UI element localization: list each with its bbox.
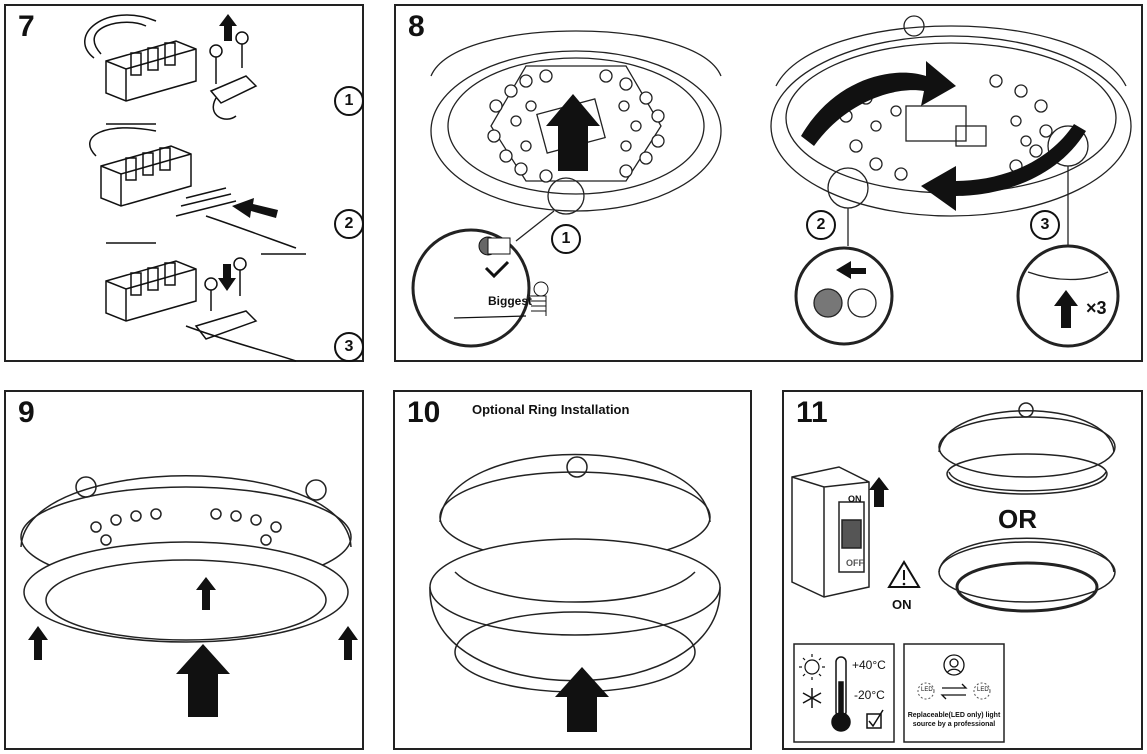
arrow-icon — [801, 61, 956, 146]
arrow-icon — [555, 667, 609, 732]
panel-step-9: 9 — [4, 390, 364, 750]
step-number: 11 — [796, 396, 828, 429]
min-temperature: -20°C — [854, 688, 885, 702]
arrow-icon — [546, 94, 600, 171]
or-label: OR — [998, 504, 1037, 534]
arrow-icon — [196, 577, 216, 610]
thermometer-icon — [831, 656, 851, 732]
repeat-label: ×3 — [1086, 298, 1107, 318]
step-marker: 1 — [551, 224, 581, 254]
led-label-left: LED — [921, 687, 933, 693]
arrow-icon — [338, 626, 358, 660]
led-label-right: LED — [977, 687, 989, 693]
step-marker: 3 — [1030, 210, 1060, 240]
arrow-icon — [28, 626, 48, 660]
arrow-icon — [869, 477, 889, 507]
replaceable-note: Replaceable(LED only) light source by a … — [907, 712, 1001, 728]
wiring-diagram — [84, 14, 306, 362]
step-number: 7 — [18, 10, 35, 43]
step-marker: 1 — [334, 86, 364, 116]
terminal-block — [105, 40, 197, 102]
step-number: 9 — [18, 396, 35, 429]
swap-arrows-icon — [940, 683, 968, 700]
panel-step-11: 11 — [782, 390, 1143, 750]
max-temperature: +40°C — [852, 658, 886, 672]
warning-label: ON — [892, 597, 912, 612]
step-number: 10 — [407, 396, 441, 429]
check-icon — [484, 260, 510, 279]
checkbox-icon — [866, 709, 884, 729]
ring-install-diagram — [429, 453, 721, 732]
step-marker: 2 — [806, 210, 836, 240]
panel-step-8: 8 — [394, 4, 1143, 362]
power-on-diagram — [791, 402, 1116, 743]
step-number: 8 — [408, 10, 425, 43]
diffuser-install-diagram — [20, 475, 358, 717]
panel-step-7: 7 — [4, 4, 364, 362]
step-marker: 3 — [334, 332, 364, 362]
panel-title: Optional Ring Installation — [472, 402, 630, 417]
switch-off-label: OFF — [846, 558, 864, 568]
step-marker: 2 — [334, 209, 364, 239]
arrow-icon — [219, 14, 237, 41]
base-mounting-diagram — [411, 15, 1132, 348]
panel-step-10: 10 Optional Ring Installation — [393, 390, 752, 750]
arrow-icon — [232, 198, 278, 218]
led-icon — [917, 682, 991, 700]
arrow-icon — [1054, 290, 1078, 328]
switch-on-label: ON — [848, 494, 862, 504]
arrow-icon — [836, 261, 866, 279]
sun-icon — [799, 654, 825, 680]
arrow-icon — [218, 264, 236, 291]
snowflake-icon — [802, 688, 822, 708]
arrow-icon — [176, 644, 230, 717]
professional-icon — [943, 654, 965, 676]
arrow-icon — [921, 124, 1086, 211]
screw-label: Biggest — [488, 294, 533, 308]
